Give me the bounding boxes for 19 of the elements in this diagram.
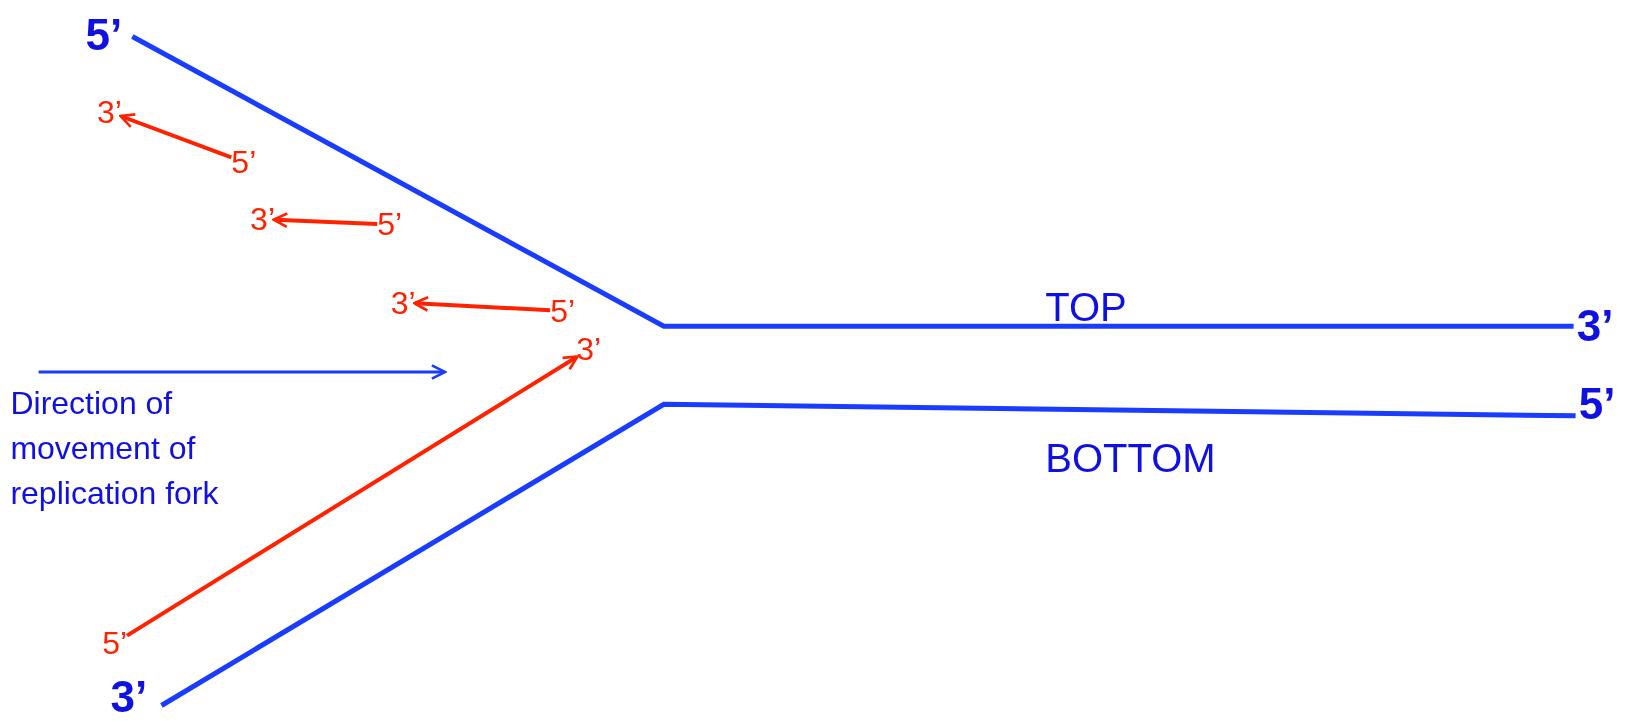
end-label: 5’: [231, 145, 257, 178]
fragment-arrow: [125, 355, 579, 638]
end-label: 3’: [250, 203, 275, 236]
strand-end-label: 3’: [110, 675, 148, 720]
fragment-arrow: [119, 113, 232, 160]
strand-label: TOP: [1045, 286, 1127, 327]
end-label: 5’: [550, 294, 576, 327]
end-label: 3’: [390, 286, 416, 319]
fragment-arrow: [413, 295, 551, 313]
end-label: 3’: [576, 333, 602, 366]
fragment-arrow: [272, 212, 378, 229]
strand-end-label: 5’: [1578, 382, 1616, 427]
caption-text: Direction of movement of replication fork: [10, 384, 220, 513]
strand-end-label: 5’: [85, 12, 123, 57]
end-label: 5’: [377, 208, 403, 241]
end-label: 3’: [96, 95, 122, 128]
strand-label: BOTTOM: [1045, 437, 1216, 478]
strand-end-label: 3’: [1576, 304, 1614, 349]
end-label: 5’: [102, 627, 128, 660]
